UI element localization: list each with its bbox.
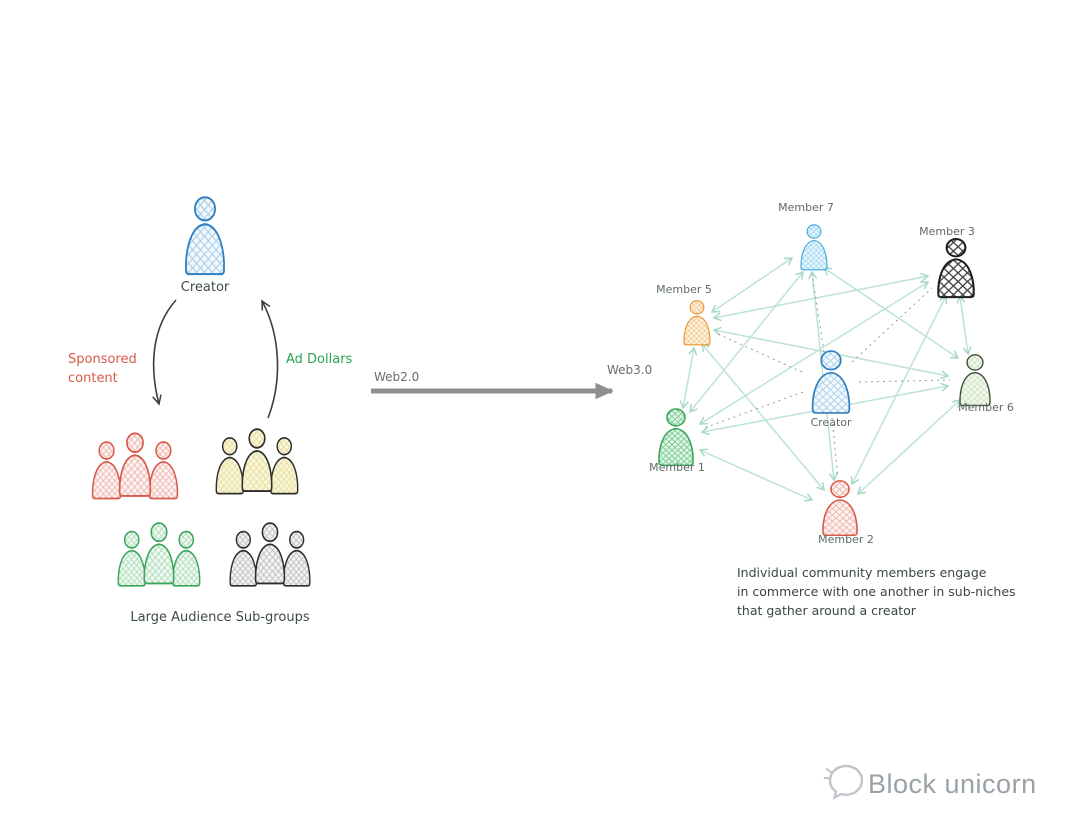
sponsored-content-arrow [152,299,177,406]
audience-group-green [118,523,199,586]
web3-label: Web3.0 [607,363,652,377]
web2-creator-figure [184,196,226,276]
member-1-label: Member 1 [649,461,705,474]
network-edge [710,257,794,313]
sponsored-content-label-line1: Sponsored [68,352,137,367]
brand-footer: Block unicorn [823,764,1037,800]
audience-group-red [93,433,178,498]
creator-dashed-edge [851,287,933,363]
member-2-label: Member 2 [818,533,874,546]
web2-label: Web2.0 [374,370,419,384]
web3-section: Member 7 Member 3 Member 5 Creator Membe… [649,201,1015,618]
creator-dashed-edge [831,417,839,479]
network-edge [850,294,948,486]
member-6-label: Member 6 [958,401,1014,414]
transition-section: Web2.0 Web3.0 [371,363,652,400]
network-edge [698,448,814,502]
network-edge [679,346,698,410]
audience-group-yellow [216,429,297,493]
member-5-label: Member 5 [656,283,712,296]
member-5-figure [683,300,711,346]
ad-dollars-arrow [261,299,279,419]
member-3-figure [937,237,975,299]
network-edge [856,398,962,496]
member-7-label: Member 7 [778,201,834,214]
brand-name: Block unicorn [868,769,1037,799]
audience-caption: Large Audience Sub-groups [130,610,309,625]
member-1-figure [658,408,694,466]
web3-caption-line1: Individual community members engage [737,565,987,580]
network-edge [712,272,930,322]
network-edges [679,257,972,502]
web3-caption-line2: in commerce with one another in sub-nich… [737,584,1016,599]
creator-dashed-edge [811,273,825,353]
member-2-figure [822,480,858,537]
member-7-figure [800,224,828,271]
web2-section: Creator Sponsored content Ad Dollars Lar… [68,196,353,625]
web3-caption-line3: that gather around a creator [737,603,917,618]
ad-dollars-label: Ad Dollars [286,352,353,367]
web3-creator-label: Creator [810,416,852,429]
creator-dashed-edges [703,273,951,479]
audience-group-black [230,523,310,586]
network-edge [701,342,825,492]
web3-creator-figure [811,350,851,414]
block-unicorn-logo-icon [823,764,864,800]
web2-creator-label: Creator [181,280,230,295]
sponsored-content-label-line2: content [68,371,118,386]
member-3-label: Member 3 [919,225,975,238]
member-6-figure [959,354,991,407]
network-edge [956,294,972,356]
